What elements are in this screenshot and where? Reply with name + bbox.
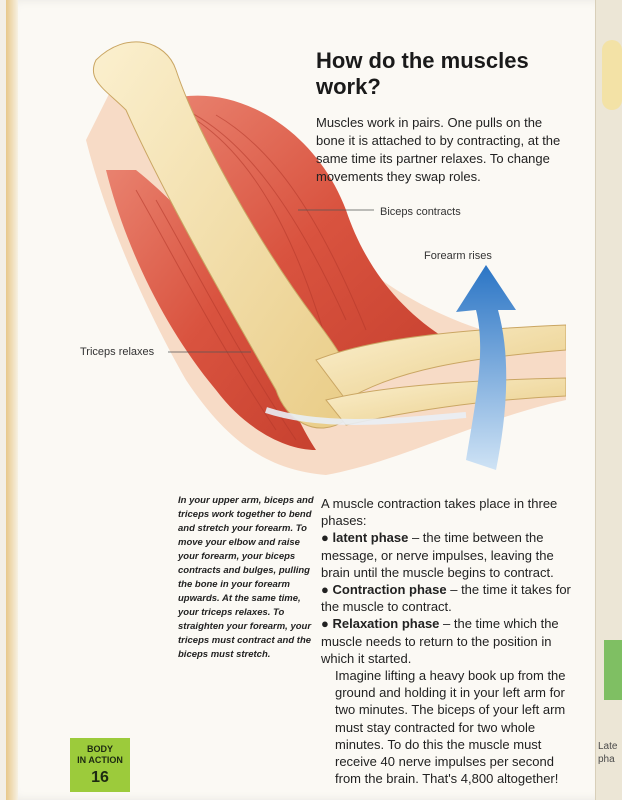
- page-number: 16: [91, 769, 109, 786]
- bullet-icon: ●: [321, 582, 329, 598]
- phase-term: latent phase: [332, 530, 409, 546]
- page-left-edge: [6, 0, 18, 800]
- bullet-icon: ●: [321, 616, 329, 632]
- phase-term: Relaxation phase: [332, 616, 440, 632]
- biceps-label: Biceps contracts: [380, 206, 461, 218]
- phase-text: – the time it takes for the muscle to co…: [321, 582, 571, 615]
- phase-item: ● Relaxation phase – the time which the …: [321, 615, 571, 667]
- page-title: How do the muscles work?: [316, 48, 546, 100]
- adjacent-green-panel: [604, 640, 622, 700]
- closing-paragraph: Imagine lifting a heavy book up from the…: [335, 668, 566, 787]
- section-badge: BODY IN ACTION 16: [70, 738, 130, 792]
- phase-text: – the time between the message, or nerve…: [321, 530, 554, 580]
- triceps-label: Triceps relaxes: [80, 346, 155, 358]
- bullet-icon: ●: [321, 530, 329, 546]
- title-line-1: How do the muscles: [316, 48, 529, 73]
- phases-lead: A muscle contraction takes place in thre…: [321, 496, 558, 529]
- illustration-caption: In your upper arm, biceps and triceps wo…: [178, 495, 314, 660]
- adjacent-page: Late pha: [595, 0, 622, 800]
- triceps-muscle: [106, 170, 316, 450]
- forearm-rises-arrow: [456, 265, 516, 470]
- intro-paragraph: Muscles work in pairs. One pulls on the …: [316, 115, 561, 184]
- badge-line-1: BODY: [86, 744, 113, 754]
- body-text: A muscle contraction takes place in thre…: [321, 495, 571, 787]
- phase-item: ● latent phase – the time between the me…: [321, 529, 571, 581]
- phase-text: – the time which the muscle needs to ret…: [321, 616, 559, 666]
- title-line-2: work?: [316, 74, 381, 99]
- phase-item: ● Contraction phase – the time it takes …: [321, 581, 571, 615]
- adjacent-text: Late pha: [598, 741, 618, 765]
- book-page: Biceps contracts Forearm rises Triceps r…: [6, 0, 596, 800]
- adjacent-illustration: [602, 40, 622, 110]
- phase-term: Contraction phase: [332, 582, 447, 598]
- arm-muscle-illustration: [86, 41, 566, 475]
- badge-line-2: IN ACTION: [77, 755, 123, 765]
- forearm-label: Forearm rises: [424, 250, 492, 262]
